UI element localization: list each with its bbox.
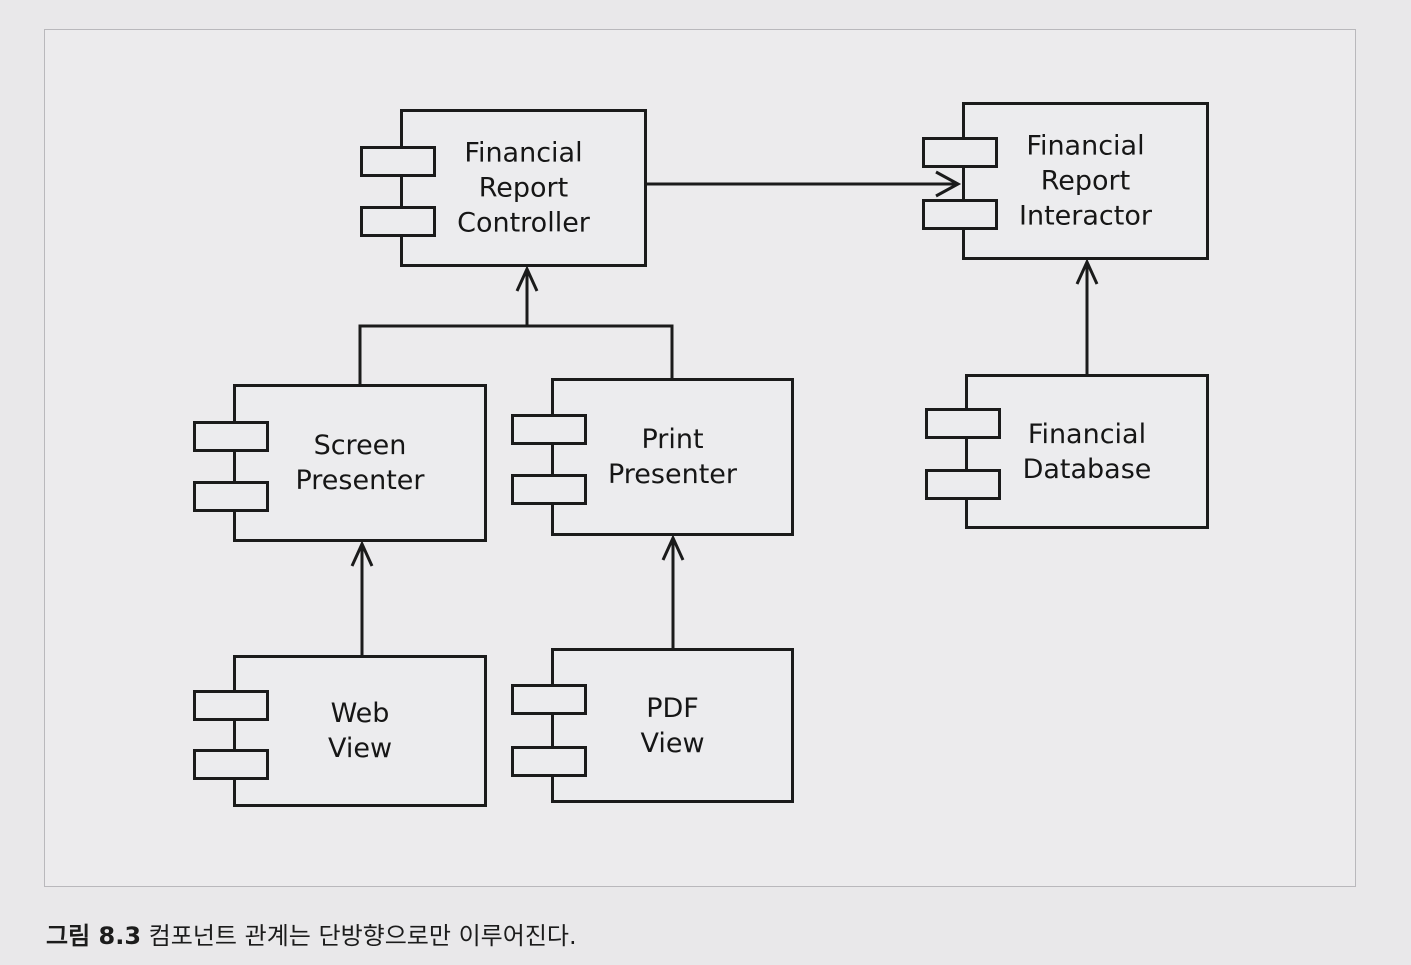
arrowhead-web-view-to-screen-presenter <box>350 540 374 567</box>
screen-presenter-port-top <box>193 421 269 452</box>
print-presenter-port-bottom <box>511 474 587 505</box>
figure-caption-text: 컴포넌트 관계는 단방향으로만 이루어진다. <box>148 922 577 950</box>
controller-component: Financial Report Controller <box>400 109 647 267</box>
pdf-view-label: PDF View <box>640 692 705 759</box>
figure-number: 그림 8.3 <box>46 922 142 950</box>
interactor-label: Financial Report Interactor <box>1019 130 1152 232</box>
web-view-port-top <box>193 690 269 721</box>
print-presenter-label: Print Presenter <box>607 424 737 490</box>
interactor-component: Financial Report Interactor <box>962 102 1209 260</box>
web-view-label: Web View <box>327 698 393 764</box>
database-label: Financial Database <box>1022 418 1152 485</box>
arrowhead-pdf-view-to-print-presenter <box>661 534 685 561</box>
controller-port-bottom <box>360 206 436 237</box>
web-view-port-bottom <box>193 749 269 780</box>
database-port-bottom <box>925 469 1001 500</box>
pdf-view-port-bottom <box>511 746 587 777</box>
interactor-port-top <box>922 137 998 168</box>
interactor-port-bottom <box>922 199 998 230</box>
screen-presenter-component: Screen Presenter <box>233 384 487 542</box>
screen-presenter-label: Screen Presenter <box>295 430 425 496</box>
print-presenter-component: Print Presenter <box>551 378 794 536</box>
screen-presenter-port-bottom <box>193 481 269 512</box>
print-presenter-port-top <box>511 414 587 445</box>
arrow-print-presenter-to-controller <box>527 324 674 378</box>
arrow-screen-presenter-to-controller <box>358 269 529 384</box>
pdf-view-port-top <box>511 684 587 715</box>
database-component: Financial Database <box>965 374 1209 529</box>
web-view-component: Web View <box>233 655 487 807</box>
controller-label: Financial Report Controller <box>457 137 590 239</box>
figure-caption: 그림 8.3 컴포넌트 관계는 단방향으로만 이루어진다. <box>46 916 577 951</box>
pdf-view-component: PDF View <box>551 648 794 803</box>
arrowhead-database-to-interactor <box>1075 258 1099 285</box>
controller-port-top <box>360 146 436 177</box>
database-port-top <box>925 408 1001 439</box>
arrowhead-presenters-to-controller <box>515 265 539 292</box>
arrowhead-controller-to-interactor <box>935 170 962 198</box>
